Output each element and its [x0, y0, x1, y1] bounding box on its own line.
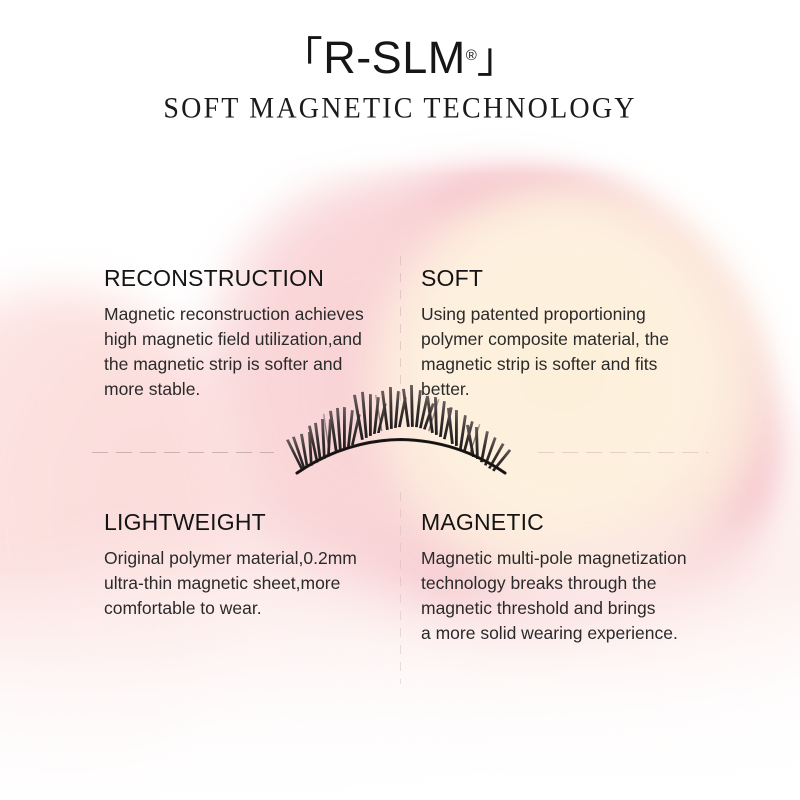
feature-description: Magnetic multi-pole magnetization techno…: [421, 548, 687, 643]
divider-vertical-bottom: [400, 492, 401, 684]
feature-title: LIGHTWEIGHT: [104, 509, 266, 535]
page-subtitle: SOFT MAGNETIC TECHNOLOGY: [163, 92, 637, 126]
divider-horizontal-right: [538, 452, 708, 453]
brand-title: 「R-SLM®」: [0, 34, 800, 81]
feature-soft: SOFT Using patented proportioning polyme…: [421, 265, 713, 402]
feature-description: Original polymer material,0.2mm ultra-th…: [104, 548, 357, 618]
bracket-open-glyph: 「: [280, 34, 324, 81]
registered-trademark-icon: ®: [465, 47, 477, 64]
divider-horizontal-left: [92, 452, 274, 453]
feature-title: MAGNETIC: [421, 509, 544, 535]
feature-title: RECONSTRUCTION: [104, 265, 325, 291]
brand-name: R-SLM: [323, 32, 466, 83]
feature-magnetic: MAGNETIC Magnetic multi-pole magnetizati…: [421, 509, 721, 646]
product-image-eyelash: [283, 383, 519, 483]
header: 「R-SLM®」 SOFT MAGNETIC TECHNOLOGY: [0, 34, 800, 125]
feature-lightweight: LIGHTWEIGHT Original polymer material,0.…: [104, 509, 394, 621]
eyelash-illustration-icon: [286, 385, 512, 475]
feature-reconstruction: RECONSTRUCTION Magnetic reconstruction a…: [104, 265, 394, 402]
feature-title: SOFT: [421, 265, 484, 291]
bracket-close-glyph: 」: [476, 34, 520, 81]
